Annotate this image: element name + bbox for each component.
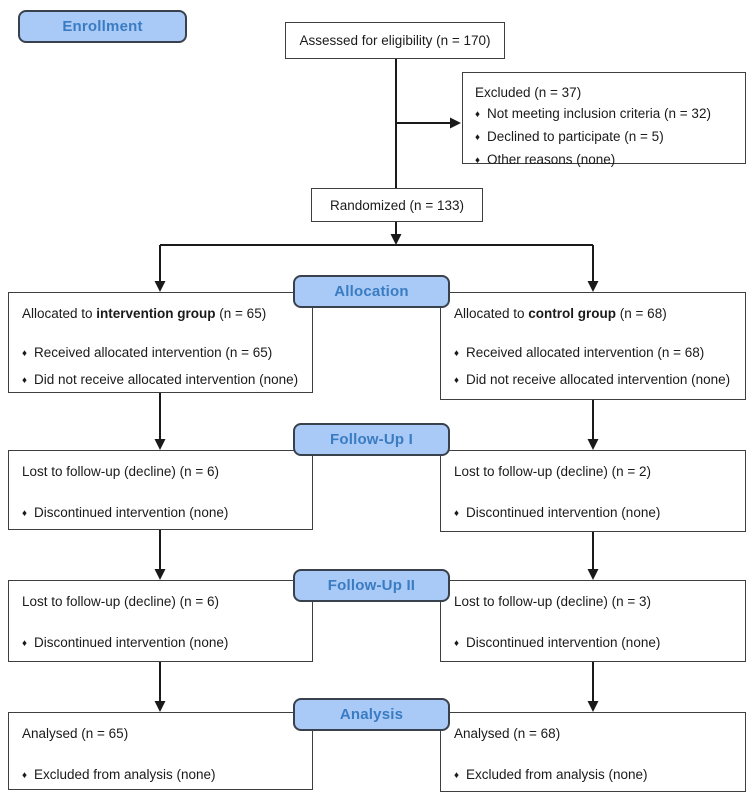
allocation-item-text: Did not receive allocated intervention (… (465, 372, 731, 387)
followup2-control-title: Lost to follow-up (decline) (n = 3) (454, 594, 651, 609)
excluded-item: ♦ Declined to participate (n = 5) (475, 126, 733, 149)
followup2-item-text: Discontinued intervention (none) (465, 635, 661, 650)
followup1-box-control: Lost to follow-up (decline) (n = 2) ♦ Dis… (440, 450, 746, 532)
followup2-item-text: Discontinued intervention (none) (33, 635, 229, 650)
diamond-bullet-icon: ♦ (22, 638, 27, 649)
followup1-box-intervention: Lost to follow-up (decline) (n = 6) ♦ Dis… (8, 450, 313, 530)
stage-label-allocation: Allocation (293, 275, 450, 308)
diamond-bullet-icon: ♦ (454, 770, 459, 781)
excluded-box: Excluded (n = 37) ♦ Not meeting inclusion… (462, 72, 746, 167)
allocation-intervention-heading: Allocated to intervention group (n = 65) (22, 306, 267, 321)
analysis-item: ♦ Excluded from analysis (none) (454, 766, 732, 785)
followup2-item: ♦ Discontinued intervention (none) (22, 634, 299, 653)
diamond-bullet-icon: ♦ (454, 375, 459, 386)
allocation-item: ♦ Received allocated intervention (n = 68… (454, 344, 732, 363)
stage-label-analysis: Analysis (293, 698, 450, 731)
analysis-item-text: Excluded from analysis (none) (33, 767, 216, 782)
followup1-item: ♦ Discontinued intervention (none) (22, 504, 299, 523)
randomized-box: Randomized (n = 133) (311, 188, 483, 222)
allocation-item-text: Received allocated intervention (n = 68) (465, 345, 705, 360)
followup1-control-title: Lost to follow-up (decline) (n = 2) (454, 464, 651, 479)
allocation-item: ♦ Did not receive allocated intervention … (22, 371, 299, 390)
diamond-bullet-icon: ♦ (454, 508, 459, 519)
followup1-item-text: Discontinued intervention (none) (465, 505, 661, 520)
analysis-control-title: Analysed (n = 68) (454, 726, 561, 741)
diamond-bullet-icon: ♦ (454, 348, 459, 359)
excluded-title: Excluded (n = 37) (475, 85, 582, 100)
allocation-box-intervention: Allocated to intervention group (n = 65)… (8, 292, 313, 393)
allocation-item: ♦ Received allocated intervention (n = 65… (22, 344, 299, 363)
diamond-bullet-icon: ♦ (22, 508, 27, 519)
followup2-box-intervention: Lost to follow-up (decline) (n = 6) ♦ Dis… (8, 580, 313, 662)
diamond-bullet-icon: ♦ (475, 109, 480, 120)
stage-label-followup-1: Follow-Up I (293, 423, 450, 456)
diamond-bullet-icon: ♦ (22, 375, 27, 386)
diamond-bullet-icon: ♦ (475, 132, 480, 143)
followup1-item: ♦ Discontinued intervention (none) (454, 504, 732, 523)
followup2-item: ♦ Discontinued intervention (none) (454, 634, 732, 653)
allocation-box-control: Allocated to control group (n = 68) ♦ Rec… (440, 292, 746, 400)
excluded-item: ♦ Other reasons (none) (475, 149, 733, 172)
assessed-eligibility-box: Assessed for eligibility (n = 170) (285, 22, 505, 59)
diamond-bullet-icon: ♦ (454, 638, 459, 649)
analysis-item-text: Excluded from analysis (none) (465, 767, 648, 782)
assessed-eligibility-text: Assessed for eligibility (n = 170) (299, 33, 491, 48)
excluded-item-text: Not meeting inclusion criteria (n = 32) (486, 106, 711, 121)
diamond-bullet-icon: ♦ (22, 348, 27, 359)
allocation-item: ♦ Did not receive allocated intervention … (454, 371, 732, 390)
analysis-intervention-title: Analysed (n = 65) (22, 726, 129, 741)
followup1-intervention-title: Lost to follow-up (decline) (n = 6) (22, 464, 219, 479)
diamond-bullet-icon: ♦ (475, 155, 480, 166)
arrowhead-icons (154, 117, 599, 712)
allocation-item-text: Did not receive allocated intervention (… (33, 372, 299, 387)
stage-label-followup-2: Follow-Up II (293, 569, 450, 602)
followup2-box-control: Lost to follow-up (decline) (n = 3) ♦ Dis… (440, 580, 746, 662)
stage-label-enrollment: Enrollment (18, 10, 187, 43)
analysis-item: ♦ Excluded from analysis (none) (22, 766, 299, 785)
excluded-item-text: Other reasons (none) (486, 152, 616, 167)
followup1-item-text: Discontinued intervention (none) (33, 505, 229, 520)
allocation-control-heading: Allocated to control group (n = 68) (454, 306, 667, 321)
excluded-item-text: Declined to participate (n = 5) (486, 129, 664, 144)
analysis-box-intervention: Analysed (n = 65) ♦ Excluded from analysi… (8, 712, 313, 790)
analysis-box-control: Analysed (n = 68) ♦ Excluded from analysi… (440, 712, 746, 792)
allocation-item-text: Received allocated intervention (n = 65) (33, 345, 273, 360)
followup2-intervention-title: Lost to follow-up (decline) (n = 6) (22, 594, 219, 609)
excluded-item: ♦ Not meeting inclusion criteria (n = 32) (475, 103, 733, 126)
randomized-text: Randomized (n = 133) (330, 197, 464, 213)
diamond-bullet-icon: ♦ (22, 770, 27, 781)
